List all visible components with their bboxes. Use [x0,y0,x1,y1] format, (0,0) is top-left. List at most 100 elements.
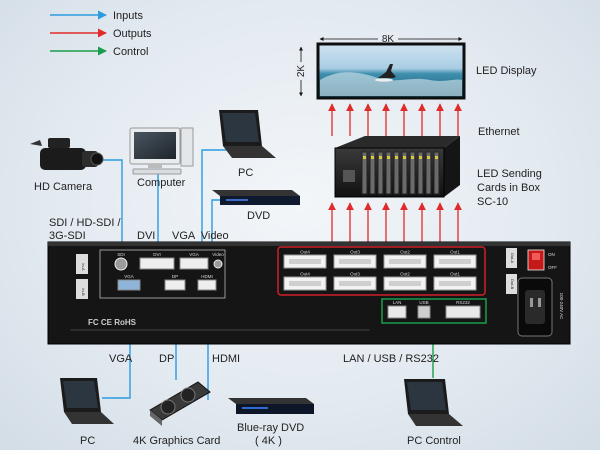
certification-marks: FC CE RoHS [88,318,137,327]
input-port [164,279,186,291]
output-arrows [328,202,462,244]
input-port-label: DVI [153,252,161,257]
panel-top-edge [48,242,570,246]
bluray-player: Blue-ray DVD ( 4K ) [228,398,314,447]
output-port-pins [389,259,421,264]
keyboard [132,168,182,175]
input-group-frame [99,249,226,299]
card-slot [361,151,368,195]
height-dimension-label: 2K [296,65,307,78]
graphics-card: 4K Graphics Card [133,381,220,447]
side-tags: Out-A Out-B [506,248,517,294]
power-inlet-socket [525,290,545,324]
gpu-fan-2 [180,387,196,403]
card-slot-led [419,156,422,159]
laptop-control: PC Control [404,379,463,447]
camera-lens-glass [90,152,104,166]
out-b-tag [506,274,517,294]
hd-camera: HD Camera [30,138,104,193]
sending-card-box: LED Sending Cards in Box SC-10 [334,136,542,208]
desktop-computer: Computer [129,127,194,189]
card-slot [417,151,424,195]
camera-mic [30,140,42,146]
input-port [179,257,209,270]
port-labels: SDI / HD-SDI / 3G-SDI DVI VGA Video VGA … [49,217,439,365]
pc-control-label: PC Control [407,435,461,447]
legend-outputs-label: Outputs [113,28,152,40]
output-port-label: Out2 [400,250,410,255]
legend: Inputs Outputs Control [50,10,152,58]
card-slot [425,151,432,195]
pc-tower [180,127,194,167]
laptop-bottom-screen [63,381,98,408]
dvd-front [220,196,300,205]
sdi-label-line-2: 3G-SDI [49,230,86,242]
sender-label-line-2: Cards in Box [477,182,540,194]
gpu-body [149,381,211,421]
box-power-socket [343,170,355,182]
input-port-label: Video [212,252,224,257]
power-pin-right [538,298,541,307]
left-tags: In-A In-B [76,254,88,299]
control-port-label: LAN [393,300,402,305]
ethernet-arrows: Ethernet [328,103,520,138]
input-port [139,257,175,270]
dvd-tray [226,199,248,201]
output-port-pins [289,259,321,264]
laptop-control-screen [407,382,446,410]
hd-camera-label: HD Camera [34,181,93,193]
input-port-label: HDMI [201,274,213,279]
bluray-label-line-1: Blue-ray DVD [237,422,304,434]
graphics-card-label: 4K Graphics Card [133,435,220,447]
legend-control-label: Control [113,46,148,58]
output-port-label: Out2 [400,272,410,277]
height-label-bg [295,62,307,80]
input-port [213,259,223,269]
out-a-tag [506,248,517,268]
input-port-label: VGA [124,274,134,279]
camera-body [40,148,86,170]
output-port-pins [339,281,371,286]
laptop-bottom-base [64,412,114,424]
sdi-label-line-1: SDI / HD-SDI / [49,217,121,229]
dvd-label: DVD [247,210,270,222]
in-b-tag-label: In-B [81,288,86,296]
vga-label: VGA [109,353,133,365]
outputs-frame [277,246,486,296]
in-a-tag [76,254,88,274]
card-slot-led [363,156,366,159]
dvd-player: DVD [212,190,300,222]
computer-label: Computer [137,177,186,189]
out-a-tag-label: Out-A [510,253,515,264]
power-pin-left [530,298,533,307]
output-port-label: Out4 [300,250,310,255]
card-slot [377,151,384,195]
power-on-label: ON [548,252,555,257]
power-off-label: OFF [548,265,557,270]
laptop-top: PC [219,110,276,179]
vga-top-cable [197,149,230,257]
in-b-tag [76,279,88,299]
monitor-screen [134,132,176,159]
legend-inputs-label: Inputs [113,10,143,22]
voltage-label: 100-240V AC [559,293,564,321]
gpu-fan-1 [160,399,176,415]
control-port [445,305,481,319]
card-slot-led [427,156,430,159]
dvd-top [212,190,300,196]
output-port-pins [389,281,421,286]
hdmi-label: HDMI [212,353,240,365]
card-slot [433,151,440,195]
input-port [117,279,141,291]
output-port-label: Out4 [300,272,310,277]
pc-top-label: PC [238,167,253,179]
laptop-control-base [408,414,463,426]
wave-graphic [320,72,462,96]
